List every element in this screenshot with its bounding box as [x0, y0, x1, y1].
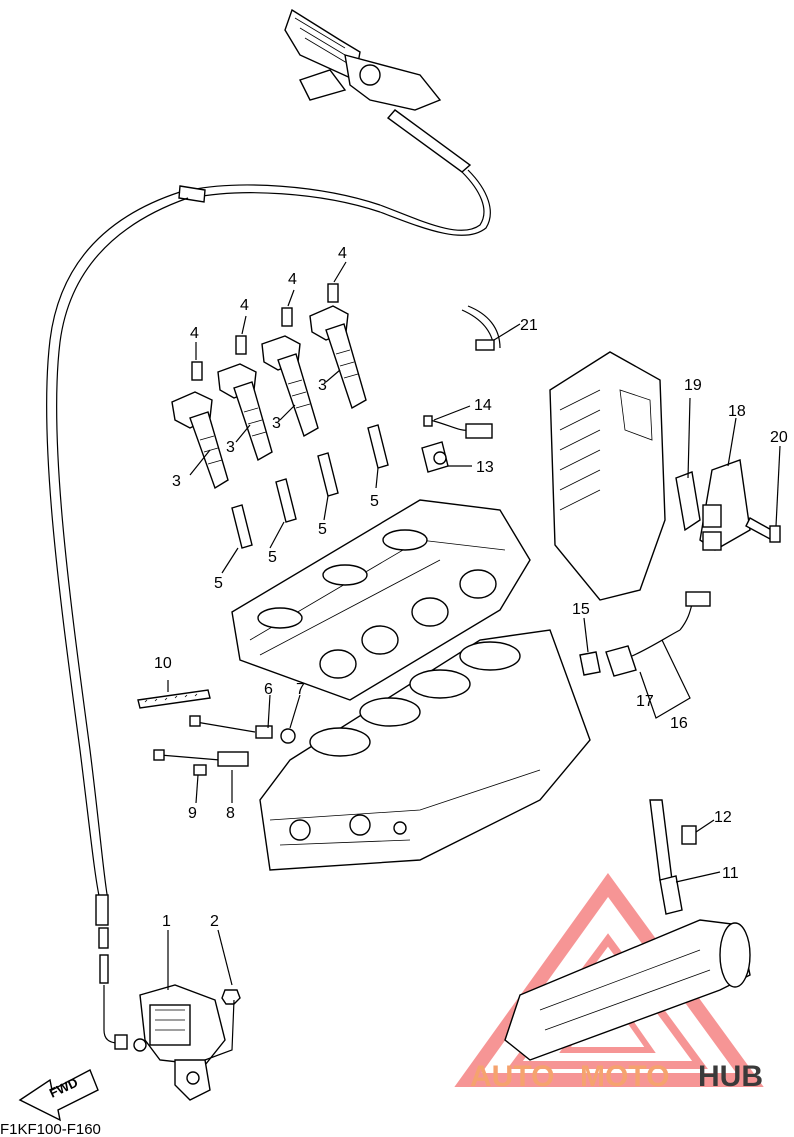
callout-7: 7: [296, 681, 305, 698]
harness-clip: [461, 305, 501, 351]
spark-plug-3: [317, 452, 339, 497]
knock-sensor: [153, 749, 249, 767]
coil-bolt-1: [191, 361, 203, 381]
o-ring-seal: [675, 471, 701, 532]
coil-bolt-2: [235, 335, 247, 355]
spark-plug-1: [231, 504, 253, 549]
callout-4a: 4: [190, 325, 199, 342]
throttle-grip: [284, 8, 442, 111]
callout-8: 8: [226, 805, 235, 822]
callout-3d: 3: [318, 377, 327, 394]
callout-15: 15: [572, 601, 590, 618]
knock-sensor-bolt: [193, 764, 207, 776]
watermark-text: AUTO MOTO HUB: [470, 1060, 763, 1093]
callout-14: 14: [474, 397, 492, 414]
callout-5c: 5: [318, 521, 327, 538]
wire-grommet-spring: [137, 689, 211, 709]
callout-13: 13: [476, 459, 494, 476]
callout-labels: 1 2 3 3 3 3 4 4 4 4 5 5 5 5 6 7 8 9 10 1…: [154, 245, 788, 930]
spark-plug-2: [275, 478, 297, 523]
o2-sensor-bolt: [681, 825, 697, 845]
callout-3a: 3: [172, 473, 181, 490]
callout-2: 2: [210, 913, 219, 930]
ecu-bracket: [549, 351, 666, 601]
callout-12: 12: [714, 809, 732, 826]
forward-direction-arrow: FWD: [18, 1069, 99, 1122]
callout-16: 16: [670, 715, 688, 732]
callout-4c: 4: [288, 271, 297, 288]
diagram-code: F1KF100-F160: [0, 1121, 101, 1137]
callout-20: 20: [770, 429, 788, 446]
temperature-sensor: [579, 651, 601, 676]
callout-5b: 5: [268, 549, 277, 566]
ignition-coil-3: [261, 335, 319, 438]
ignition-coil-1: [171, 391, 229, 490]
exhaust-pipe: [504, 919, 751, 1061]
crank-position-sensor: [605, 591, 711, 677]
throttle-cable: [45, 109, 491, 1050]
callout-17: 17: [636, 693, 654, 710]
relay-bolt: [745, 517, 781, 543]
callout-3b: 3: [226, 439, 235, 456]
callout-19: 19: [684, 377, 702, 394]
callout-4b: 4: [240, 297, 249, 314]
oxygen-sensor: [649, 799, 683, 915]
throttle-position-sensor: [133, 984, 226, 1101]
relay-unit: [699, 459, 751, 551]
ignition-coil-4: [309, 305, 367, 410]
cylinder-head: [231, 499, 531, 701]
cam-position-sensor: [421, 441, 449, 473]
callout-3c: 3: [272, 415, 281, 432]
leader-lines: [167, 261, 781, 1061]
ignition-coil-2: [217, 363, 273, 462]
callout-4d: 4: [338, 245, 347, 262]
callout-9: 9: [188, 805, 197, 822]
callout-21: 21: [520, 317, 538, 334]
callout-5d: 5: [370, 493, 379, 510]
engine-block: [259, 629, 591, 871]
callout-11: 11: [722, 865, 739, 882]
watermark-part-a: AUTO: [470, 1060, 554, 1093]
oil-pressure-switch: [189, 715, 273, 739]
watermark-part-b: MOTO: [580, 1060, 669, 1093]
callout-10: 10: [154, 655, 172, 672]
spark-plug-4: [367, 424, 389, 469]
cam-sensor-connector: [423, 415, 493, 439]
callout-5a: 5: [214, 575, 223, 592]
coil-bolt-4: [327, 283, 339, 303]
callout-6: 6: [264, 681, 273, 698]
callout-18: 18: [728, 403, 746, 420]
gasket-washer: [280, 728, 296, 744]
sensor-bolt: [221, 989, 241, 1005]
coil-bolt-3: [281, 307, 293, 327]
watermark-part-c: HUB: [698, 1060, 763, 1093]
callout-1: 1: [162, 913, 171, 930]
